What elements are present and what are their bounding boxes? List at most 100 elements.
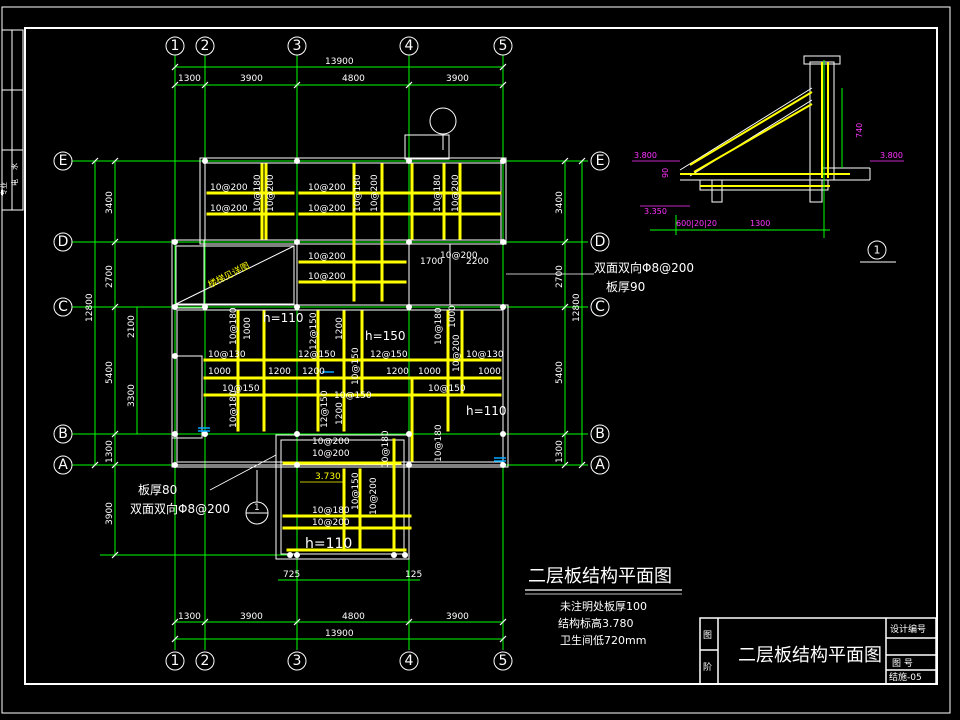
axis-top-3: 3 bbox=[293, 38, 302, 54]
detail-dim-740: 740 bbox=[855, 123, 864, 138]
dim-right-4: 1300 bbox=[555, 440, 565, 463]
rebar-label: 1200 bbox=[335, 317, 345, 340]
rebar-label: 10@180 bbox=[434, 424, 444, 462]
axis-bot-4: 4 bbox=[405, 653, 414, 669]
title-block-cell-a: 图 bbox=[703, 630, 712, 641]
rebar-label: 1200 bbox=[268, 367, 291, 377]
note-h110c: h=110 bbox=[305, 536, 352, 552]
rebar-label: 10@200 bbox=[266, 174, 276, 212]
rebar-label: 10@200 bbox=[369, 477, 379, 515]
title-block-design-no: 设计编号 bbox=[890, 623, 926, 635]
inner-frame bbox=[24, 27, 938, 685]
detail-elev-right: 3.800 bbox=[880, 151, 903, 160]
detail-elev-left: 3.800 bbox=[634, 151, 657, 160]
room-dim-725: 725 bbox=[283, 570, 300, 580]
dim-bot-3: 4800 bbox=[342, 612, 365, 622]
rebar-label: 10@150 bbox=[351, 347, 361, 385]
rebar-label: 12@150 bbox=[370, 350, 408, 360]
rebar-label: 12@150 bbox=[309, 312, 319, 350]
dim-top-total: 13900 bbox=[325, 57, 354, 67]
axis-bot-2: 2 bbox=[201, 653, 210, 669]
rebar-label: 10@200 bbox=[451, 174, 461, 212]
note-h110b: h=110 bbox=[466, 404, 507, 418]
axis-right-D: D bbox=[595, 234, 606, 250]
left-strip bbox=[1, 29, 24, 211]
dim-top-1: 1300 bbox=[178, 74, 201, 84]
rebar-label: 1200 bbox=[386, 367, 409, 377]
note-elev-3730: 3.730 bbox=[315, 472, 341, 482]
axis-top-1: 1 bbox=[171, 38, 180, 54]
dim-left-2: 2700 bbox=[105, 265, 115, 288]
dim-top-4: 3900 bbox=[446, 74, 469, 84]
dim-left-total: 12800 bbox=[85, 293, 95, 322]
outer-frame bbox=[1, 6, 951, 714]
axis-left-D: D bbox=[58, 234, 69, 250]
rebar-label: 10@130 bbox=[208, 350, 246, 360]
detail-dim-bottom: 600|20|20 bbox=[676, 219, 717, 228]
dim-top-3: 4800 bbox=[342, 74, 365, 84]
axis-top-4: 4 bbox=[405, 38, 414, 54]
rebar-label: 10@150 bbox=[222, 384, 260, 394]
dim-left-sub-2: 3300 bbox=[127, 384, 137, 407]
rebar-label: 1000 bbox=[478, 367, 501, 377]
rebar-label: 10@200 bbox=[210, 183, 248, 193]
axis-right-E: E bbox=[596, 153, 605, 169]
dim-bot-4: 3900 bbox=[446, 612, 469, 622]
rebar-label: 10@150 bbox=[334, 391, 372, 401]
rebar-label: 10@180 bbox=[433, 174, 443, 212]
rebar-label: 10@200 bbox=[440, 251, 478, 261]
detail-elev-low: 3.350 bbox=[644, 207, 667, 216]
rebar-label: 12@150 bbox=[320, 390, 330, 428]
axis-bot-3: 3 bbox=[293, 653, 302, 669]
title-block-sheet-label: 图 号 bbox=[892, 658, 913, 669]
strip-label-3: 电 bbox=[10, 179, 19, 186]
dim-bot-1: 1300 bbox=[178, 612, 201, 622]
rebar-label: 10@180 bbox=[312, 506, 350, 516]
axis-labels: 1 2 3 4 5 1 2 3 4 5 E D C B A E D C B A bbox=[58, 38, 606, 669]
rebar-label: 10@180 bbox=[381, 430, 391, 468]
rebar-label: 1200 bbox=[302, 367, 325, 377]
axis-bubbles bbox=[53, 36, 610, 671]
room-dim-1: 1700 bbox=[420, 257, 443, 267]
rebar-label: 10@180 bbox=[229, 307, 239, 345]
rebar-label: 1000 bbox=[448, 305, 458, 328]
note-3: 卫生间低720mm bbox=[560, 633, 646, 647]
rebar-lines bbox=[203, 163, 502, 552]
dim-bot-total: 13900 bbox=[325, 629, 354, 639]
note-slab-thk-80: 板厚80 bbox=[138, 483, 177, 497]
room-dim-125: 125 bbox=[405, 570, 422, 580]
detail-mark: 1 bbox=[874, 244, 881, 257]
axis-top-5: 5 bbox=[499, 38, 508, 54]
rebar-label: 10@200 bbox=[308, 252, 346, 262]
rebar-label: 10@200 bbox=[308, 272, 346, 282]
axis-left-B: B bbox=[58, 426, 68, 442]
blue-marks bbox=[198, 371, 506, 462]
rebar-labels: 10@200 10@200 10@200 10@200 10@200 10@20… bbox=[208, 183, 504, 528]
detail-section bbox=[650, 55, 871, 238]
title-block bbox=[699, 617, 937, 685]
rebar-label: 1200 bbox=[335, 402, 345, 425]
stair-box bbox=[175, 245, 295, 305]
axis-right-A: A bbox=[595, 457, 605, 473]
axis-left-C: C bbox=[58, 299, 68, 315]
axis-right-C: C bbox=[595, 299, 605, 315]
rebar-label: 10@200 bbox=[370, 174, 380, 212]
rebar-label: 10@180 bbox=[353, 174, 363, 212]
rebar-label: 10@200 bbox=[308, 204, 346, 214]
dim-right-3: 5400 bbox=[555, 361, 565, 384]
room-dim-2: 2200 bbox=[466, 257, 489, 267]
rebar-label: 10@180 bbox=[253, 174, 263, 212]
rebar-label: 10@200 bbox=[452, 334, 462, 372]
axis-left-E: E bbox=[59, 153, 68, 169]
dim-left-sub-1: 2100 bbox=[127, 315, 137, 338]
rebar-label: 10@130 bbox=[466, 350, 504, 360]
rebar-label: 10@200 bbox=[312, 437, 350, 447]
rebar-label: 10@180 bbox=[229, 390, 239, 428]
rebar-label: 12@150 bbox=[298, 350, 336, 360]
rebar-label: 1000 bbox=[418, 367, 441, 377]
rebar-label: 10@180 bbox=[434, 307, 444, 345]
note-h110a: h=110 bbox=[263, 311, 304, 325]
note-1: 未注明处板厚100 bbox=[560, 599, 647, 613]
note-double-way-2: 双面双向Φ8@200 bbox=[130, 501, 230, 516]
rebar-label: 10@200 bbox=[312, 518, 350, 528]
